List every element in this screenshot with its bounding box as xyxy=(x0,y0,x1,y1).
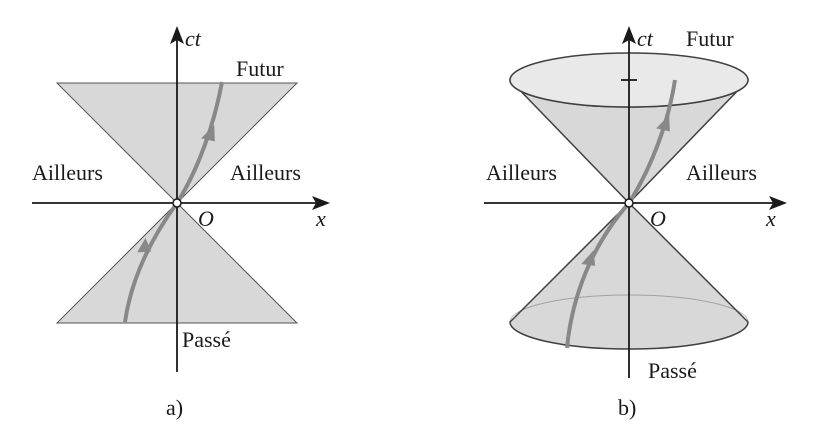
x-axis-arrowhead xyxy=(769,196,787,210)
elsewhere-left-label: Ailleurs xyxy=(32,160,103,185)
panel-b: ct x O Futur Passé Ailleurs Ailleurs b) xyxy=(484,26,787,420)
panel-a: ct x O Futur Passé Ailleurs Ailleurs a) xyxy=(32,26,330,420)
worldline-arrow-past xyxy=(137,237,152,253)
caption-b: b) xyxy=(618,395,636,420)
past-label: Passé xyxy=(648,358,697,383)
x-axis-label: x xyxy=(315,206,326,231)
worldline-arrow-future xyxy=(201,124,215,142)
origin-label: O xyxy=(198,206,214,231)
x-axis-arrowhead xyxy=(312,196,330,210)
ct-axis-label: ct xyxy=(185,26,202,51)
worldline-arrow-past xyxy=(581,250,596,266)
ct-axis-arrowhead xyxy=(170,26,184,44)
elsewhere-right-label: Ailleurs xyxy=(686,160,757,185)
x-axis-label: x xyxy=(765,206,776,231)
elsewhere-right-label: Ailleurs xyxy=(230,160,301,185)
future-label: Futur xyxy=(236,56,284,81)
caption-a: a) xyxy=(166,395,183,420)
worldline-arrow-future xyxy=(656,114,670,132)
origin-label: O xyxy=(650,206,666,231)
ct-axis-arrowhead xyxy=(622,26,636,44)
elsewhere-left-label: Ailleurs xyxy=(486,160,557,185)
ct-axis-label: ct xyxy=(637,26,654,51)
origin-point xyxy=(172,198,182,208)
origin-point xyxy=(624,198,634,208)
future-label: Futur xyxy=(686,26,734,51)
past-label: Passé xyxy=(182,327,231,352)
